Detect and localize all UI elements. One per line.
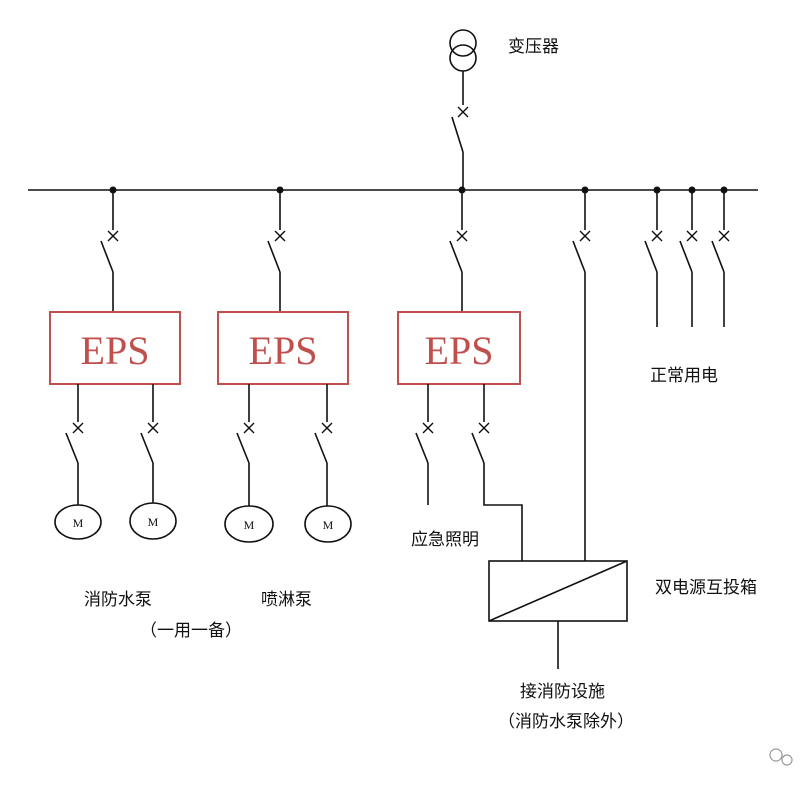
emergency-lighting-label: 应急照明 xyxy=(411,530,479,550)
eps-3-label: EPS xyxy=(425,328,494,373)
eps-unit-3: EPS xyxy=(397,311,521,385)
fire-pump-label: 消防水泵 xyxy=(84,590,152,610)
sprinkler-pump-motor-1: M xyxy=(224,505,274,543)
fire-pump-motor-1: M xyxy=(54,504,102,540)
svg-text:M: M xyxy=(244,518,255,532)
svg-text:M: M xyxy=(323,518,334,532)
sprinkler-pump-motor-2: M xyxy=(304,505,352,543)
transformer-symbol xyxy=(449,29,477,72)
transformer-label: 变压器 xyxy=(508,37,559,57)
fire-pump-motor-2: M xyxy=(129,502,177,540)
eps-2-label: EPS xyxy=(249,328,318,373)
to-fire-facilities-note: （消防水泵除外） xyxy=(498,712,634,732)
to-fire-facilities-label: 接消防设施 xyxy=(520,682,605,702)
eps-unit-1: EPS xyxy=(49,311,181,385)
main-incoming-switch xyxy=(451,71,469,190)
eps-1-output-switches xyxy=(65,384,159,505)
feeder-switch-eps-2 xyxy=(267,190,286,312)
ats-label: 双电源互投箱 xyxy=(655,578,757,598)
fire-pump-note: （一用一备） xyxy=(140,621,242,641)
feeder-switch-eps-3 xyxy=(449,190,468,312)
eps-2-output-switches xyxy=(236,384,333,506)
eps-1-label: EPS xyxy=(81,328,150,373)
sprinkler-pump-label: 喷淋泵 xyxy=(261,590,312,610)
svg-text:M: M xyxy=(148,515,159,529)
eps-unit-2: EPS xyxy=(217,311,349,385)
watermark-icon xyxy=(769,748,793,766)
eps-3-output-switches xyxy=(415,384,523,561)
normal-power-label: 正常用电 xyxy=(650,366,718,386)
feeder-switch-ats xyxy=(572,190,591,561)
dual-power-ats-box xyxy=(488,560,628,669)
feeder-switch-eps-1 xyxy=(100,190,119,312)
normal-power-feeders xyxy=(644,190,730,327)
svg-text:M: M xyxy=(73,516,84,530)
